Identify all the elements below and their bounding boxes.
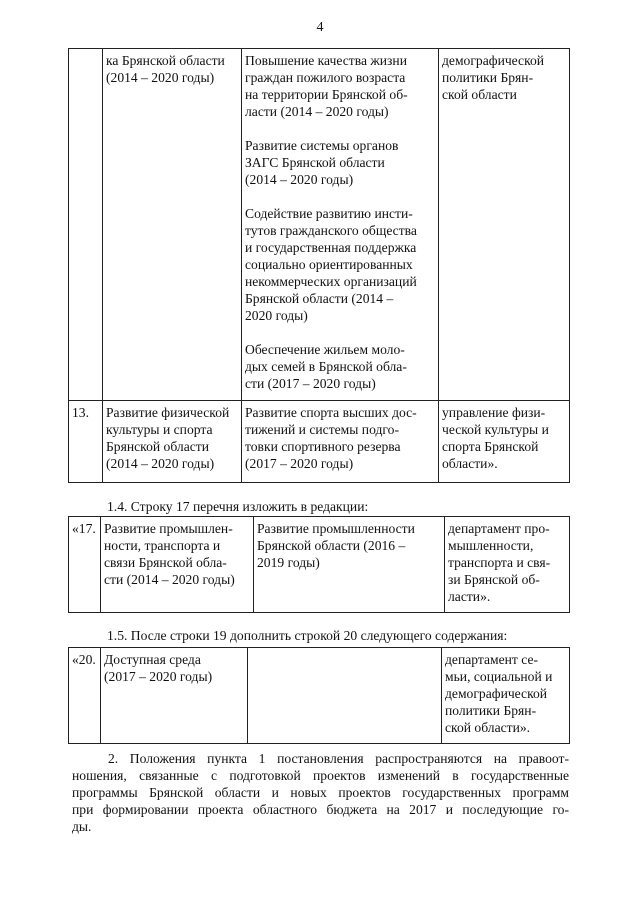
text-line: дых семей в Брянской обла- [245, 359, 407, 374]
program-cell: ка Брянской области (2014 – 2020 годы) [102, 48, 242, 401]
text-line: демографической [442, 53, 545, 68]
row-17-table: «17. Развитие промышлен- ности, транспор… [68, 516, 570, 613]
text-line: ка Брянской области [106, 53, 225, 68]
text-line: тутов гражданского общества [245, 223, 417, 238]
text-line: 2019 годы) [257, 555, 320, 570]
text-line: ды. [72, 819, 92, 834]
subprogram-item: Обеспечение жильем моло- дых семей в Бря… [245, 341, 435, 392]
text-line: департамент про- [448, 521, 550, 536]
subprogram-item: Развитие системы органов ЗАГС Брянской о… [245, 137, 435, 188]
text-line: транспорта и свя- [448, 555, 551, 570]
text-line: Брянской области (2016 – [257, 538, 406, 553]
text-line: Повышение качества жизни [245, 53, 407, 68]
table-row: 13. Развитие физической культуры и спорт… [68, 400, 570, 483]
text-line: (2014 – 2020 годы) [245, 172, 354, 187]
text-line: Развитие системы органов [245, 138, 399, 153]
text-line: ской области». [445, 720, 531, 735]
text-line: связи Брянской обла- [104, 555, 227, 570]
text-line: (2017 – 2020 годы) [245, 456, 354, 471]
table-row: «20. Доступная среда (2017 – 2020 годы) … [68, 647, 570, 744]
text-line: (2017 – 2020 годы) [104, 669, 213, 684]
text-line: 2. Положения пункта 1 постановления расп… [108, 751, 569, 766]
program-cell: Развитие физической культуры и спорта Бр… [102, 400, 242, 483]
text-line: Доступная среда [104, 652, 201, 667]
text-line: сти (2014 – 2020 годы) [104, 572, 235, 587]
text-line: демографической [445, 686, 548, 701]
text-line: Брянской области [106, 439, 209, 454]
text-line: программы Брянской области и новых проек… [72, 785, 569, 800]
page-number: 4 [316, 20, 324, 35]
subprogram-item: Содействие развитию инсти- тутов граждан… [245, 205, 435, 324]
text-line: ЗАГС Брянской области [245, 155, 385, 170]
subprogram-cell: Развитие промышленности Брянской области… [253, 516, 445, 613]
program-cell: Развитие промышлен- ности, транспорта и … [100, 516, 254, 613]
text-line: социально ориентированных [245, 257, 413, 272]
text-line: зи Брянской об- [448, 572, 540, 587]
text-line: ской области [442, 87, 517, 102]
text-line: ласти (2014 – 2020 годы) [245, 104, 389, 119]
text-line: граждан пожилого возраста [245, 70, 406, 85]
text-line: управление физи- [442, 405, 546, 420]
subprogram-cell [247, 647, 442, 744]
row-number-cell: «20. [68, 647, 101, 744]
row-number-cell: «17. [68, 516, 101, 613]
text-line: мышленности, [448, 538, 534, 553]
text-line: некоммерческих организаций [245, 274, 417, 289]
text-line: политики Брян- [442, 70, 534, 85]
row-number-cell: 13. [68, 400, 103, 483]
programs-table-continued: ка Брянской области (2014 – 2020 годы) П… [68, 48, 570, 483]
text-line: Брянской области (2014 – [245, 291, 394, 306]
text-line: при формировании проекта областного бюдж… [72, 802, 569, 817]
text-line: товки спортивного резерва [245, 439, 401, 454]
text-line: ласти». [448, 589, 491, 604]
text-line: мьи, социальной и [445, 669, 553, 684]
text-line: (2014 – 2020 годы) [106, 456, 215, 471]
text-line: области». [442, 456, 498, 471]
text-line: политики Брян- [445, 703, 537, 718]
executor-cell: департамент про- мышленности, транспорта… [444, 516, 570, 613]
paragraph-1-5: 1.5. После строки 19 дополнить строкой 2… [107, 628, 508, 643]
subprogram-item: Повышение качества жизни граждан пожилог… [245, 52, 435, 120]
table-row: ка Брянской области (2014 – 2020 годы) П… [68, 48, 570, 401]
text-line: спорта Брянской [442, 439, 539, 454]
text-line: тижений и системы подго- [245, 422, 399, 437]
text-line: 2020 годы) [245, 308, 308, 323]
text-line: культуры и спорта [106, 422, 213, 437]
text-line: (2014 – 2020 годы) [106, 70, 215, 85]
paragraph-1-4: 1.4. Строку 17 перечня изложить в редакц… [107, 499, 369, 514]
paragraph-2: 2. Положения пункта 1 постановления расп… [72, 750, 569, 835]
text-line: и государственная поддержка [245, 240, 417, 255]
row-20-table: «20. Доступная среда (2017 – 2020 годы) … [68, 647, 570, 744]
text-line: на территории Брянской об- [245, 87, 408, 102]
text-line: Развитие физической [106, 405, 230, 420]
text-line: Содействие развитию инсти- [245, 206, 413, 221]
text-line: ности, транспорта и [104, 538, 221, 553]
text-line: Развитие промышлен- [104, 521, 233, 536]
text-line: Обеспечение жильем моло- [245, 342, 405, 357]
executor-cell: демографической политики Брян- ской обла… [438, 48, 570, 401]
text-line: ношения, связанные с подготовкой проекто… [72, 768, 569, 783]
text-line: департамент се- [445, 652, 539, 667]
text-line: Развитие промышленности [257, 521, 415, 536]
table-row: «17. Развитие промышлен- ности, транспор… [68, 516, 570, 613]
subprograms-cell: Развитие спорта высших дос- тижений и си… [241, 400, 439, 483]
text-line: сти (2017 – 2020 годы) [245, 376, 376, 391]
executor-cell: департамент се- мьи, социальной и демогр… [441, 647, 570, 744]
text-line: Развитие спорта высших дос- [245, 405, 417, 420]
program-cell: Доступная среда (2017 – 2020 годы) [100, 647, 248, 744]
subprograms-cell: Повышение качества жизни граждан пожилог… [241, 48, 439, 401]
executor-cell: управление физи- ческой культуры и спорт… [438, 400, 570, 483]
text-line: ческой культуры и [442, 422, 549, 437]
row-number-cell [68, 48, 103, 401]
